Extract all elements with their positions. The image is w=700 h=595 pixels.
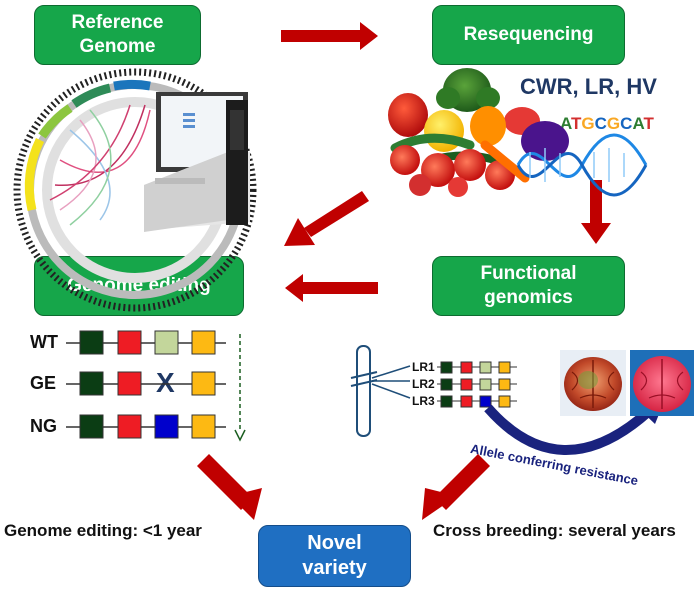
reference-genome-label: Reference Genome — [71, 12, 164, 57]
time-genome-editing: Genome editing: <1 year — [4, 521, 202, 540]
lr1-label: LR1 — [412, 360, 435, 374]
arrow-editing-to-novel — [197, 454, 262, 520]
base-3: C — [594, 114, 607, 133]
base-7: T — [643, 114, 654, 133]
chromosome-icon — [350, 345, 411, 437]
resistance-curve-arrow — [484, 392, 668, 455]
wt-row-genes — [79, 330, 216, 355]
susceptible-fruit-image — [560, 350, 626, 416]
resistant-fruit-image — [630, 350, 694, 416]
sequencer-machine-icon — [144, 92, 250, 232]
dna-sequence: ATGCGCAT — [560, 114, 654, 134]
arrow-reference-to-resequencing — [281, 22, 378, 50]
arrow-resequencing-to-editing — [284, 191, 369, 246]
functional-genomics-label: Functional genomics — [480, 263, 577, 308]
novel-variety-label: Novel variety — [302, 532, 367, 579]
dashed-down-arrow — [234, 334, 246, 442]
base-4: G — [606, 114, 621, 133]
cwr-label: CWR, LR, HV — [520, 74, 657, 99]
functional-genomics-box: Functional genomics — [432, 256, 625, 316]
row-label-ge: GE — [30, 373, 57, 393]
row-label-ng: NG — [30, 416, 57, 436]
allele-label: Allele conferring resistance — [469, 441, 640, 489]
arrow-functional-to-editing — [285, 274, 378, 302]
genome-editing-box: Genome editing — [34, 256, 244, 316]
time-cross-breeding: Cross breeding: several years — [433, 521, 676, 540]
arrow-breeding-to-novel — [422, 454, 490, 520]
novel-variety-box: Novel variety — [258, 525, 411, 587]
base-2: G — [581, 114, 595, 133]
ng-row-genes — [79, 414, 216, 439]
base-5: C — [620, 114, 633, 133]
reference-genome-box: Reference Genome — [34, 5, 201, 65]
knockout-mark: X — [156, 367, 175, 398]
base-6: A — [632, 114, 644, 133]
lr2-label: LR2 — [412, 377, 435, 391]
base-1: T — [571, 114, 582, 133]
lr3-label: LR3 — [412, 394, 435, 408]
ge-row-genes — [79, 371, 216, 396]
base-0: A — [560, 114, 572, 133]
dna-helix-icon — [516, 133, 648, 197]
row-label-wt: WT — [30, 332, 58, 352]
arrow-resequencing-to-functional — [581, 180, 611, 244]
genome-editing-label: Genome editing — [67, 275, 211, 297]
resequencing-box: Resequencing — [432, 5, 625, 65]
resequencing-label: Resequencing — [463, 24, 594, 46]
lr-gene-rows — [437, 361, 517, 408]
